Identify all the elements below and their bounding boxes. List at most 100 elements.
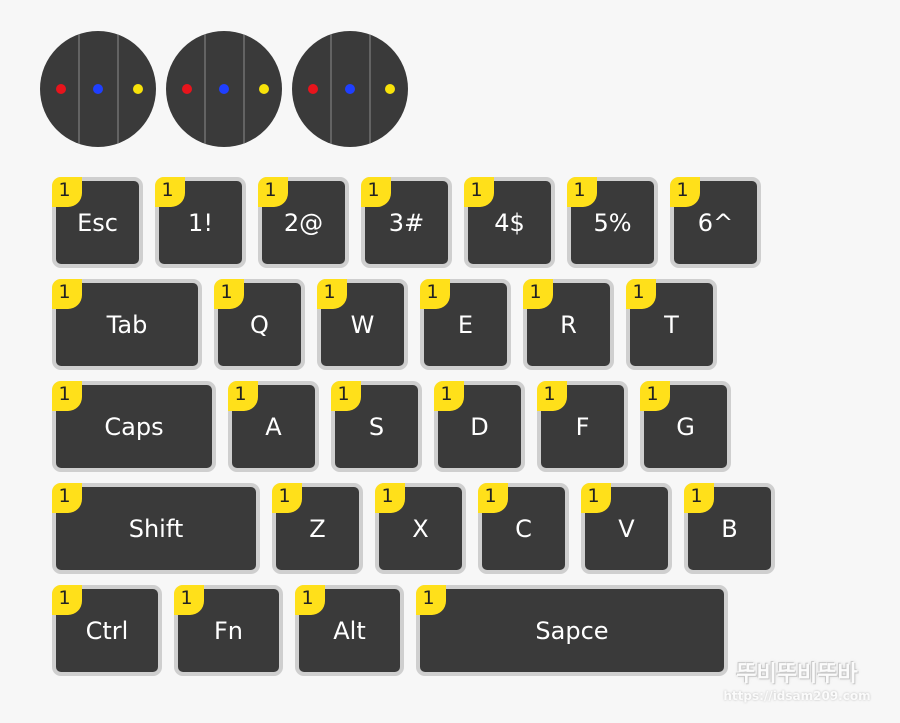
dial-divider <box>117 31 119 147</box>
dial-row <box>40 31 408 147</box>
key-badge: 1 <box>464 177 494 207</box>
key-label: Z <box>309 514 326 543</box>
dial-dot-red <box>56 84 66 94</box>
key-badge: 1 <box>214 279 244 309</box>
key-label: 6^ <box>697 208 734 237</box>
key-label: W <box>350 310 375 339</box>
key-label: T <box>664 310 679 339</box>
key-badge: 1 <box>52 483 82 513</box>
dial-divider <box>369 31 371 147</box>
key-label: E <box>457 310 474 339</box>
watermark-logo: 뚜비뚜비뚜바 https://idsam209.com <box>708 656 886 706</box>
watermark-title: 뚜비뚜비뚜바 <box>736 662 858 687</box>
key-label: S <box>368 412 385 441</box>
key-label: V <box>618 514 635 543</box>
key-label: R <box>560 310 577 339</box>
key-badge: 1 <box>684 483 714 513</box>
key-label: 4$ <box>494 208 525 237</box>
dial-dot-yellow <box>259 84 269 94</box>
key-badge: 1 <box>317 279 347 309</box>
dial-dot-blue <box>345 84 355 94</box>
key-badge: 1 <box>626 279 656 309</box>
dial-dot-yellow <box>385 84 395 94</box>
key-badge: 1 <box>52 585 82 615</box>
key-label: Sapce <box>535 616 609 645</box>
key-badge: 1 <box>52 381 82 411</box>
dial-dot-red <box>308 84 318 94</box>
key-label: Q <box>250 310 269 339</box>
key-badge: 1 <box>581 483 611 513</box>
key-label: Fn <box>213 616 243 645</box>
key-badge: 1 <box>295 585 325 615</box>
key-badge: 1 <box>361 177 391 207</box>
key-badge: 1 <box>416 585 446 615</box>
dial-dot-blue <box>219 84 229 94</box>
dial-dot-red <box>182 84 192 94</box>
key-badge: 1 <box>478 483 508 513</box>
key-label: 3# <box>388 208 425 237</box>
key-label: Caps <box>104 412 164 441</box>
key-label: Alt <box>333 616 366 645</box>
watermark-url: https://idsam209.com <box>723 689 871 703</box>
key-badge: 1 <box>640 381 670 411</box>
key-badge: 1 <box>52 177 82 207</box>
dial-divider <box>330 31 332 147</box>
dial-1[interactable] <box>40 31 156 147</box>
key-badge: 1 <box>670 177 700 207</box>
key-label: C <box>515 514 532 543</box>
key-label: 2@ <box>283 208 324 237</box>
key-label: A <box>265 412 282 441</box>
key-badge: 1 <box>155 177 185 207</box>
key-badge: 1 <box>523 279 553 309</box>
dial-divider <box>243 31 245 147</box>
key-badge: 1 <box>258 177 288 207</box>
key-label: 1! <box>188 208 213 237</box>
key-label: F <box>575 412 590 441</box>
key-badge: 1 <box>537 381 567 411</box>
dial-dot-blue <box>93 84 103 94</box>
key-badge: 1 <box>375 483 405 513</box>
dial-2[interactable] <box>166 31 282 147</box>
dial-divider <box>204 31 206 147</box>
key-label: 5% <box>593 208 632 237</box>
key-label: Shift <box>128 514 184 543</box>
key-badge: 1 <box>272 483 302 513</box>
key-badge: 1 <box>52 279 82 309</box>
key-badge: 1 <box>567 177 597 207</box>
key-label: G <box>676 412 695 441</box>
key-label: D <box>470 412 489 441</box>
key-badge: 1 <box>434 381 464 411</box>
key-badge: 1 <box>331 381 361 411</box>
key-label: Tab <box>106 310 148 339</box>
dial-3[interactable] <box>292 31 408 147</box>
